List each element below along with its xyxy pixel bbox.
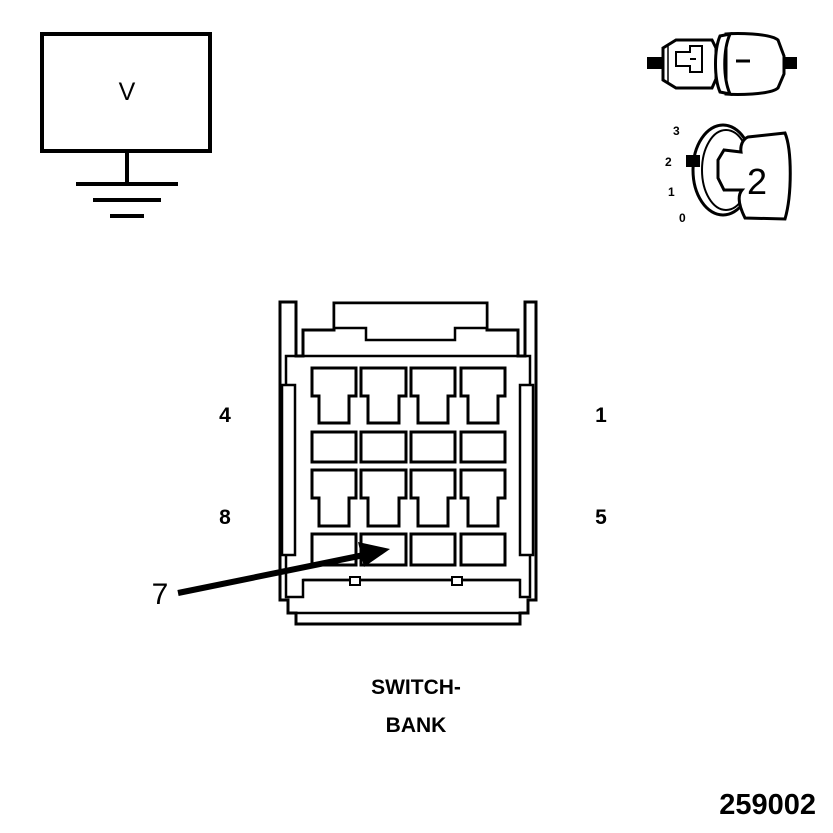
cavity-slot — [459, 532, 507, 567]
voltmeter-label: V — [119, 78, 136, 106]
terminal-slot — [409, 366, 457, 425]
key-selected-position: 2 — [747, 161, 767, 202]
pin-label-8: 8 — [219, 506, 231, 529]
voltmeter-symbol: V — [40, 32, 212, 218]
terminal-slot — [459, 468, 507, 528]
cavity-slot — [459, 430, 507, 464]
cavity-slot — [359, 430, 408, 464]
cavity-slot — [310, 430, 358, 464]
pin-label-4: 4 — [219, 404, 231, 427]
key-position-2: 2 — [665, 155, 672, 169]
key-position-marker — [686, 155, 700, 167]
terminal-row-top — [310, 366, 507, 425]
connector-title-line2: BANK — [386, 714, 447, 737]
arrow-head-icon — [358, 542, 390, 567]
terminal-slot — [359, 366, 408, 425]
terminal-slot — [459, 366, 507, 425]
terminal-slot — [310, 468, 358, 528]
connector-title-line1: SWITCH- — [371, 676, 461, 699]
key-position-0: 0 — [679, 211, 686, 225]
key-position-1: 1 — [668, 185, 675, 199]
pin-label-5: 5 — [595, 506, 607, 529]
cavity-slot — [409, 532, 457, 567]
ignition-key-icon: 3 2 1 0 2 — [665, 123, 792, 225]
connector-latch — [332, 301, 489, 342]
callout-label: 7 — [152, 578, 169, 611]
callout-arrow — [177, 542, 390, 596]
cavity-row-top — [310, 430, 507, 464]
terminal-slot — [310, 366, 358, 425]
connector-plug-icon — [647, 31, 797, 97]
ground-icon — [76, 182, 178, 218]
voltmeter-box — [40, 32, 212, 153]
figure-number: 259002 — [719, 789, 816, 821]
terminal-slot — [409, 468, 457, 528]
terminal-row-bottom — [310, 468, 507, 528]
pin-label-1: 1 — [595, 404, 607, 427]
terminal-slot — [359, 468, 408, 528]
key-position-3: 3 — [673, 124, 680, 138]
switch-bank-connector — [278, 300, 538, 626]
cavity-slot — [409, 430, 457, 464]
